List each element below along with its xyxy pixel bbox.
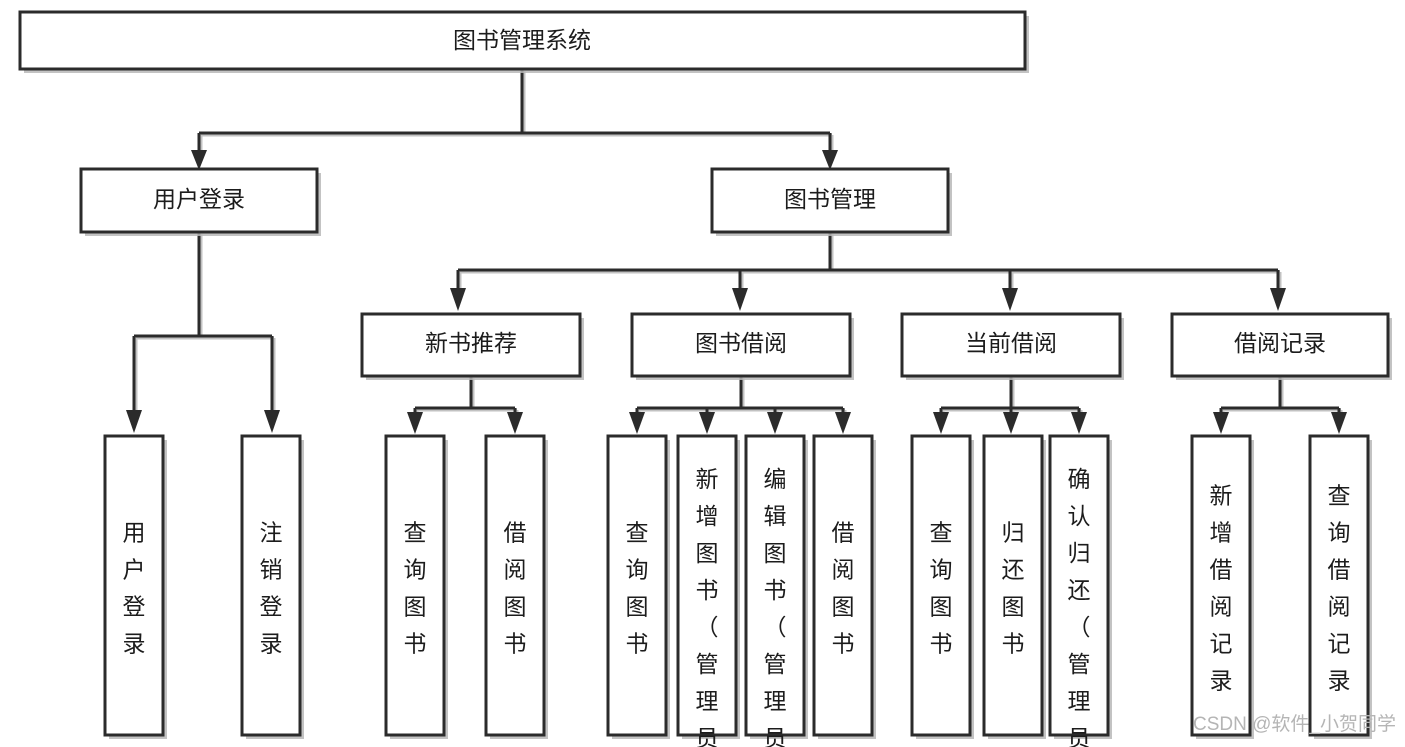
connector-newbookrec-to-leaves — [407, 376, 523, 434]
node-book-manage-label: 图书管理 — [784, 186, 876, 212]
connector-bookborrow-to-leaves — [629, 376, 851, 434]
node-book-manage[interactable]: 图书管理 — [710, 167, 952, 236]
node-leaf-logout-login-label: 注销登录 — [260, 519, 283, 656]
node-current-borrow-label: 当前借阅 — [965, 330, 1057, 356]
node-leaf-borrow-book-2[interactable]: 借阅图书 — [812, 434, 876, 739]
node-leaf-confirm-return-label: 确认归还（管理员） — [1068, 466, 1091, 747]
node-leaf-add-book[interactable]: 新增图书（管理员） — [676, 434, 740, 747]
connector-currentborrow-to-leaves — [933, 376, 1087, 434]
node-leaf-query-book-2-label: 查询图书 — [626, 519, 649, 656]
node-leaf-query-record[interactable]: 查询借阅记录 — [1308, 434, 1372, 739]
node-leaf-user-login[interactable]: 用户登录 — [103, 434, 167, 739]
leaf-node-layer: 用户登录 注销登录 查询图书 借阅图书 查询图书 新增图书（管理员） 编辑图书（管理员） 借阅… — [103, 434, 1372, 747]
node-leaf-query-book-3[interactable]: 查询图书 — [910, 434, 974, 739]
node-leaf-logout-login[interactable]: 注销登录 — [240, 434, 304, 739]
node-leaf-query-record-label: 查询借阅记录 — [1328, 482, 1351, 693]
node-leaf-query-book-3-label: 查询图书 — [930, 519, 953, 656]
node-leaf-borrow-book-2-label: 借阅图书 — [832, 519, 855, 656]
node-leaf-edit-book-label: 编辑图书（管理员） — [764, 466, 787, 747]
node-leaf-user-login-label: 用户登录 — [123, 519, 146, 656]
node-leaf-query-book-2[interactable]: 查询图书 — [606, 434, 670, 739]
node-leaf-borrow-book-1[interactable]: 借阅图书 — [484, 434, 548, 739]
node-leaf-return-book[interactable]: 归还图书 — [982, 434, 1046, 739]
connector-root-to-level2 — [191, 69, 838, 170]
connector-bookmanage-to-level3 — [450, 232, 1286, 311]
node-current-borrow[interactable]: 当前借阅 — [900, 312, 1124, 380]
node-borrow-record[interactable]: 借阅记录 — [1170, 312, 1392, 380]
node-leaf-query-book-1-label: 查询图书 — [404, 519, 427, 656]
connector-userlogin-to-leaves — [126, 232, 280, 433]
watermark-label: CSDN @软件_小贺同学 — [1193, 713, 1396, 735]
node-user-login[interactable]: 用户登录 — [79, 167, 321, 236]
node-book-borrow[interactable]: 图书借阅 — [630, 312, 854, 380]
node-new-book-rec[interactable]: 新书推荐 — [360, 312, 584, 380]
node-new-book-rec-label: 新书推荐 — [425, 330, 517, 356]
node-leaf-edit-book[interactable]: 编辑图书（管理员） — [744, 434, 808, 747]
node-leaf-confirm-return[interactable]: 确认归还（管理员） — [1048, 434, 1112, 747]
node-root[interactable]: 图书管理系统 — [18, 10, 1029, 73]
node-book-borrow-label: 图书借阅 — [695, 330, 787, 356]
node-leaf-add-record[interactable]: 新增借阅记录 — [1190, 434, 1254, 739]
node-leaf-add-record-label: 新增借阅记录 — [1210, 482, 1233, 693]
node-leaf-return-book-label: 归还图书 — [1002, 519, 1025, 656]
node-leaf-query-book-1[interactable]: 查询图书 — [384, 434, 448, 739]
node-leaf-add-book-label: 新增图书（管理员） — [696, 466, 719, 747]
node-user-login-label: 用户登录 — [153, 186, 245, 212]
node-leaf-borrow-book-1-label: 借阅图书 — [504, 519, 527, 656]
connector-borrowrecord-to-leaves — [1213, 376, 1347, 434]
node-root-label: 图书管理系统 — [453, 27, 591, 53]
connector-layer — [126, 69, 1347, 434]
node-borrow-record-label: 借阅记录 — [1234, 330, 1326, 356]
